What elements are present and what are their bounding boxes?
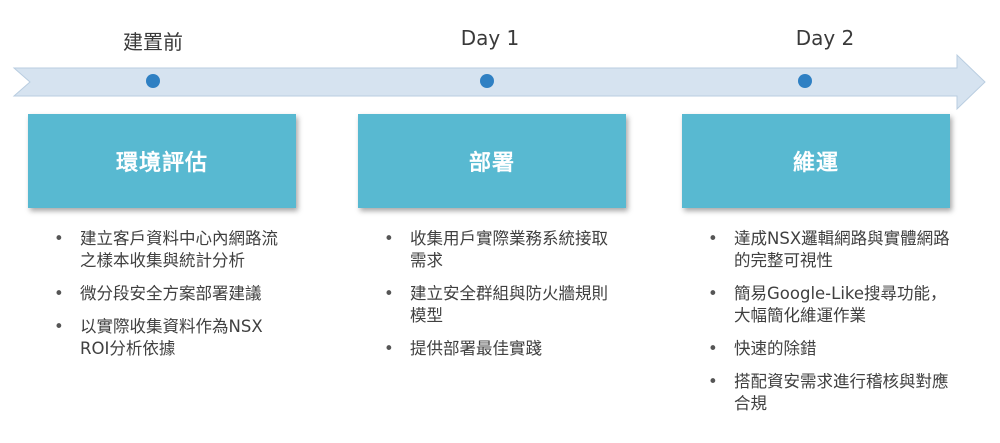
bullet-item: 達成NSX邏輯網路與實體網路的完整可視性 [704, 228, 950, 272]
phase-bullets-2: 收集用戶實際業務系統接取需求 建立安全群組與防火牆規則模型 提供部署最佳實踐 [380, 228, 620, 371]
phase-card-title-1: 環境評估 [115, 151, 208, 176]
phase-card-3: 維運 [682, 114, 950, 208]
timeline-dot-3 [798, 74, 812, 88]
timeline-dot-1 [146, 74, 160, 88]
bullet-item: 建立客戶資料中心內網路流之樣本收集與統計分析 [50, 228, 290, 272]
timeline-arrow-shape [12, 53, 986, 111]
timeline-dot-2 [480, 74, 494, 88]
phase-card-1: 環境評估 [28, 114, 296, 208]
bullet-item: 簡易Google-Like搜尋功能，大幅簡化維運作業 [704, 283, 950, 327]
phase-label-1: 建置前 [123, 30, 183, 54]
bullet-item: 以實際收集資料作為NSX ROI分析依據 [50, 316, 290, 360]
phase-bullets-3: 達成NSX邏輯網路與實體網路的完整可視性 簡易Google-Like搜尋功能，大… [704, 228, 950, 426]
phase-card-title-3: 維運 [792, 151, 839, 176]
bullet-item: 快速的除錯 [704, 338, 950, 360]
phase-label-2: Day 1 [460, 26, 520, 50]
bullet-item: 搭配資安需求進行稽核與對應合規 [704, 371, 950, 415]
bullet-item: 微分段安全方案部署建議 [50, 283, 290, 305]
bullet-item: 收集用戶實際業務系統接取需求 [380, 228, 620, 272]
bullet-item: 提供部署最佳實踐 [380, 338, 620, 360]
phase-card-2: 部署 [358, 114, 626, 208]
phase-bullets-1: 建立客戶資料中心內網路流之樣本收集與統計分析 微分段安全方案部署建議 以實際收集… [50, 228, 290, 371]
phase-label-3: Day 2 [795, 26, 855, 50]
bullet-item: 建立安全群組與防火牆規則模型 [380, 283, 620, 327]
phase-card-title-2: 部署 [468, 151, 515, 176]
